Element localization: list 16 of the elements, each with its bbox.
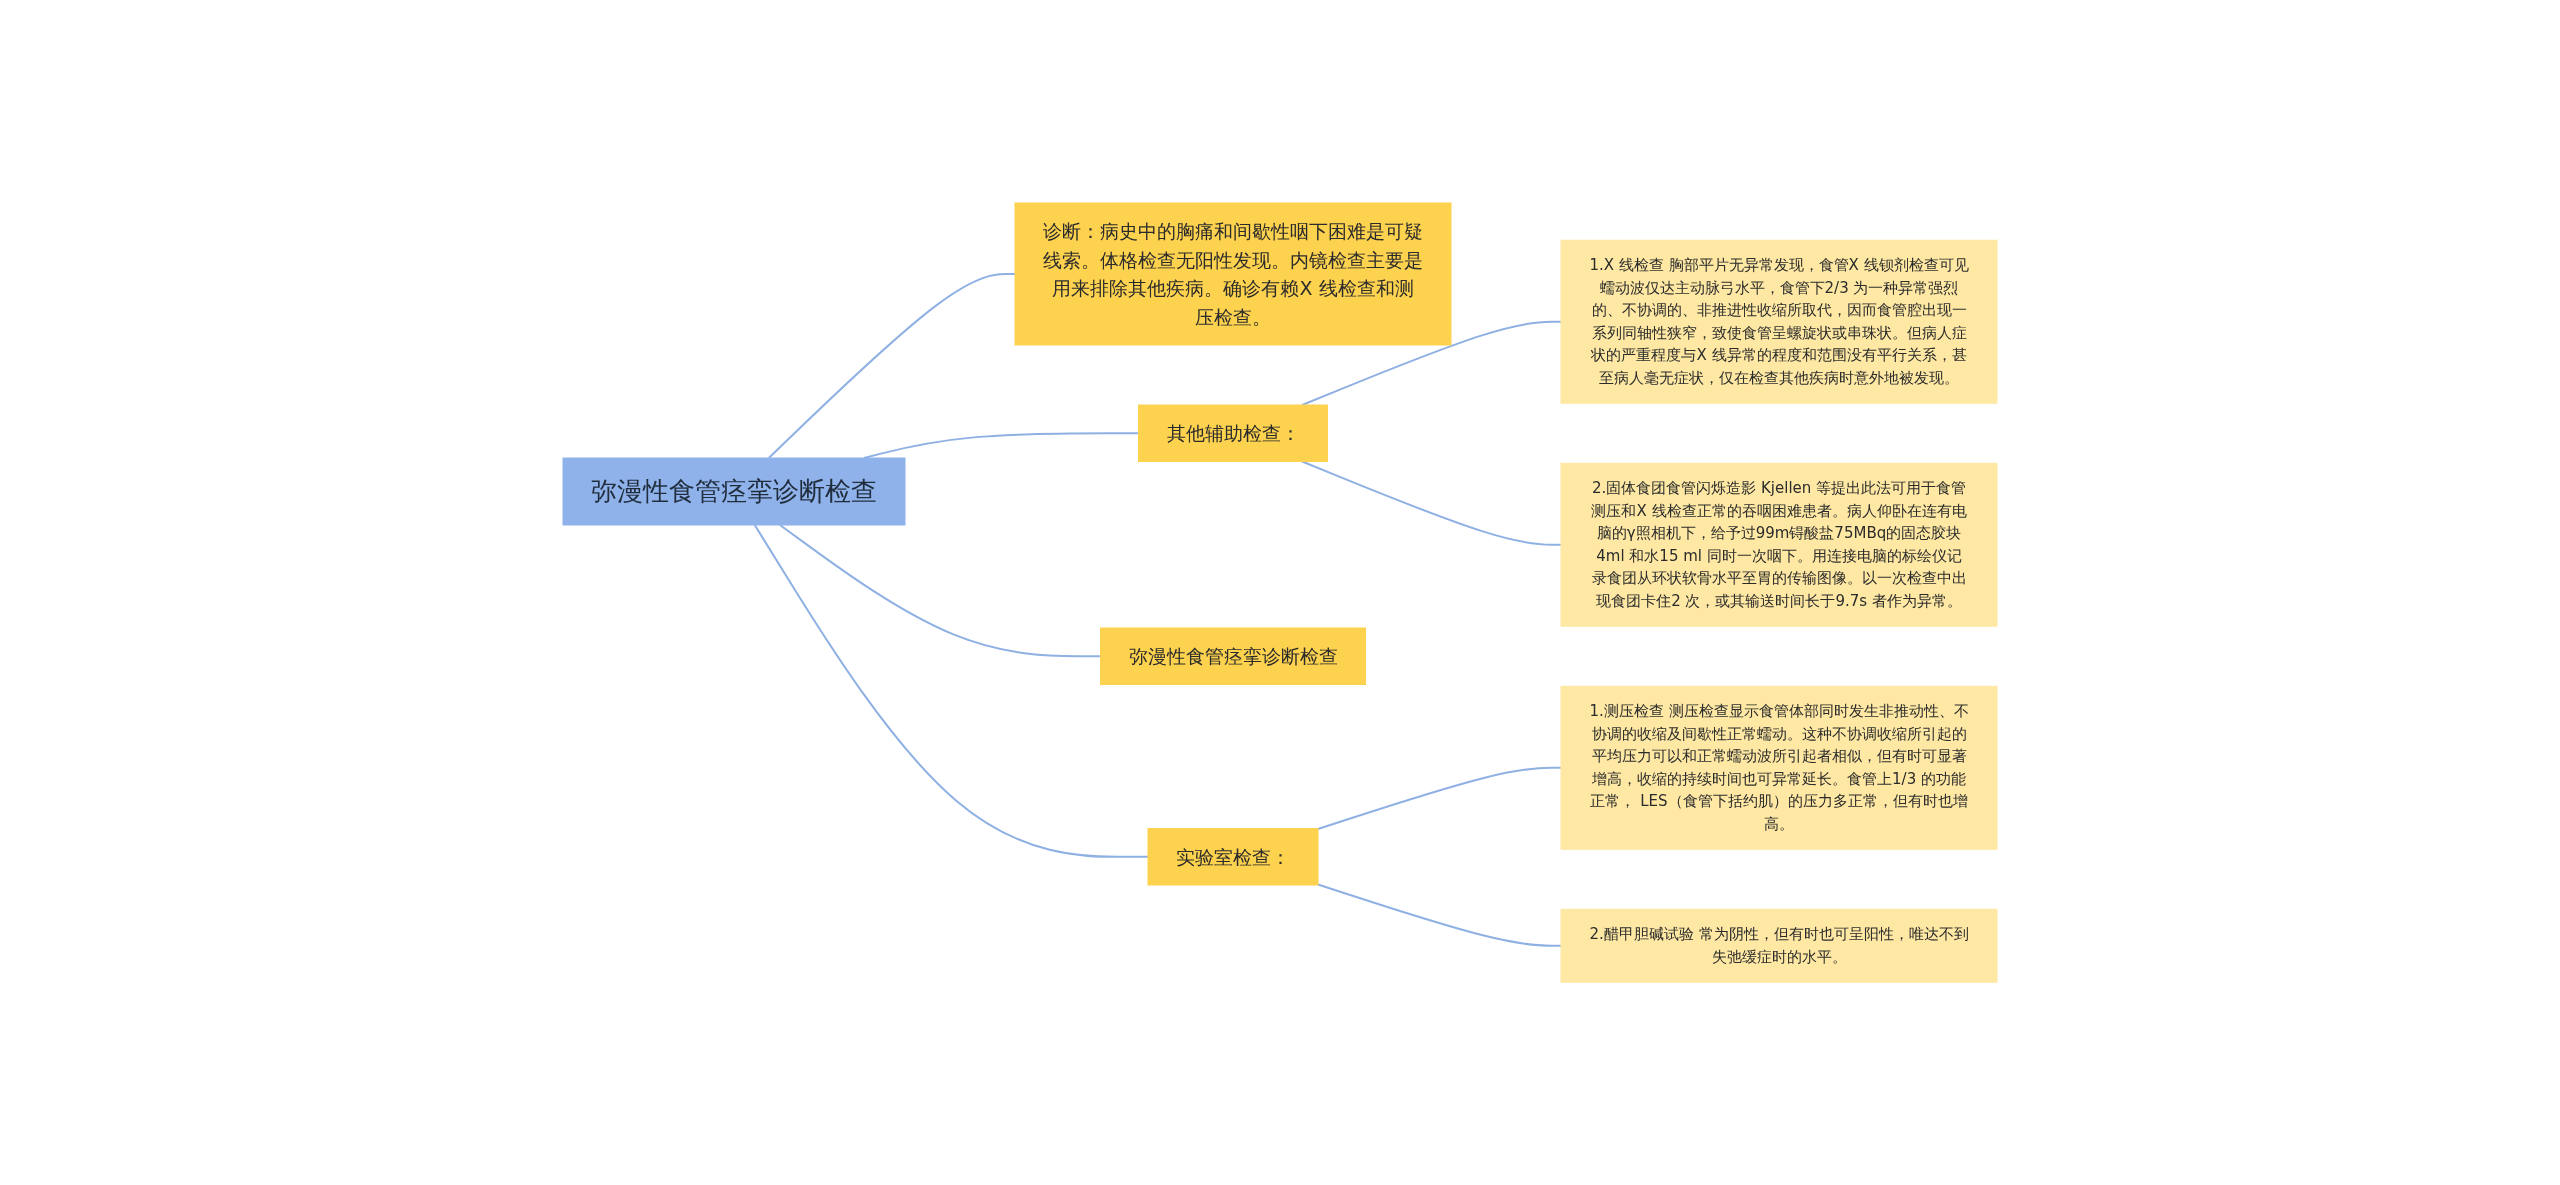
node-box: 2.固体食团食管闪烁造影 Kjellen 等提出此法可用于食管测压和X 线检查正常的吞咽困难患者。病人仰卧在连有电脑的γ照相机下，给予过99m锝酸盐75MBq的固态胶块4ml 和水15 ml 同时一次咽下。用连接电脑的标绘仪记录食团从环状软骨水平至胃的传输图像。以一次检查中出现食团卡住2 次，或其输送时间长于9.7s 者作为异常。 xyxy=(1560,462,1998,627)
node-box: 其他辅助检查： xyxy=(1138,404,1328,462)
node-box: 1.X 线检查 胸部平片无异常发现，食管X 线钡剂检查可见蠕动波仅达主动脉弓水平，食管下2/3 为一种异常强烈的、不协调的、非推进性收缩所取代，因而食管腔出现一系列同轴性狭窄，致使食管呈螺旋状或串珠状。但病人症状的严重程度与X 线异常的程度和范围没有平行关系，甚至病人毫无症状，仅在检查其他疾病时意外地被发现。 xyxy=(1560,239,1998,404)
connector xyxy=(1317,883,1562,947)
node-box: 1.测压检查 测压检查显示食管体部同时发生非推动性、不协调的收缩及间歇性正常蠕动。这种不协调收缩所引起的平均压力可以和正常蠕动波所引起者相似，但有时可显著增高，收缩的持续时间也可异常延长。食管上1/3 的功能正常， LES（食管下括约肌）的压力多正常，但有时也增高。 xyxy=(1560,685,1998,850)
connector xyxy=(767,272,1016,459)
connector xyxy=(1317,766,1562,830)
connector xyxy=(1301,320,1562,406)
node-box: 弥漫性食管痉挛诊断检查 xyxy=(1100,627,1366,685)
node-box: 2.醋甲胆碱试验 常为阴性，但有时也可呈阳性，唯达不到失弛缓症时的水平。 xyxy=(1560,908,1998,983)
connector xyxy=(753,523,1149,858)
node-box: 实验室检查： xyxy=(1147,827,1319,886)
connector xyxy=(1301,460,1562,546)
node-box: 弥漫性食管痉挛诊断检查 xyxy=(562,457,906,526)
connector xyxy=(778,523,1102,658)
node-box: 诊断：病史中的胸痛和间歇性咽下困难是可疑线索。体格检查无阳性发现。内镜检查主要是用来排除其他疾病。确诊有赖X 线检查和测压检查。 xyxy=(1014,202,1452,346)
